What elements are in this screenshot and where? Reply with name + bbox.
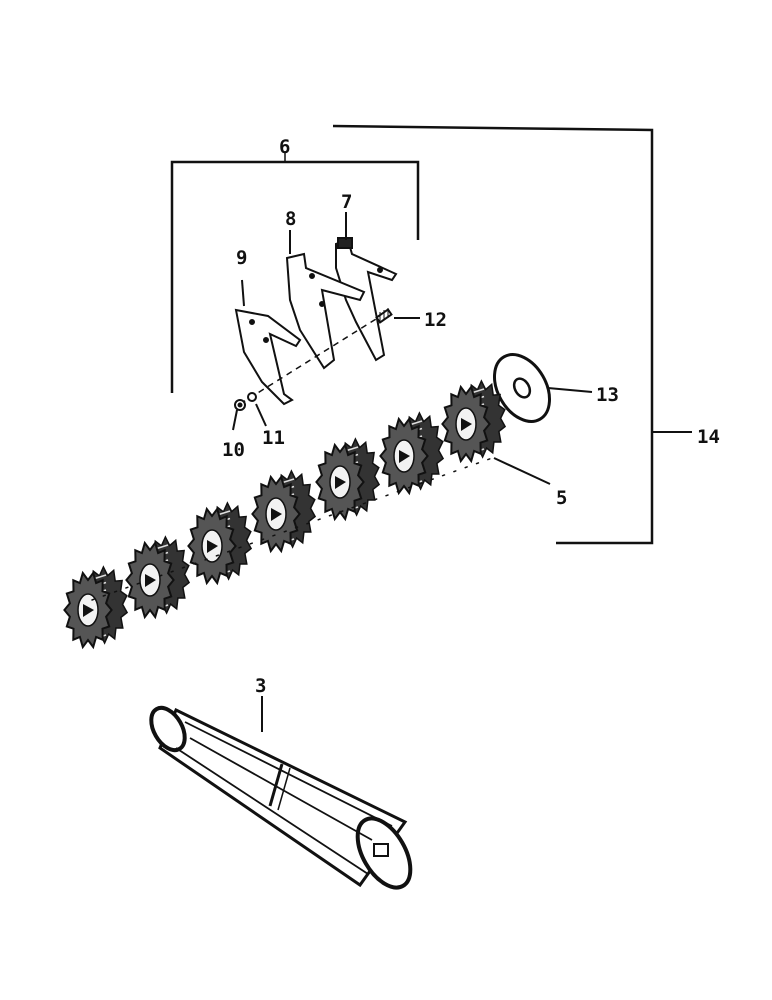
gear-4: [251, 469, 317, 554]
leader-9: [241, 279, 245, 307]
callout-12: 12: [424, 309, 447, 331]
shaft-3: [149, 705, 413, 890]
callout-10: 10: [222, 439, 245, 461]
gear-axis-dotted: [91, 455, 499, 601]
screw-12: [375, 308, 393, 324]
leader-10: [232, 409, 238, 431]
gear-1: [63, 565, 129, 650]
leader-11: [255, 403, 267, 427]
callout-14: 14: [697, 426, 720, 448]
leader-13: [547, 387, 593, 393]
bracket-assembly-14: [332, 124, 692, 545]
callout-6: 6: [279, 136, 290, 158]
callout-3: 3: [255, 675, 266, 697]
callout-13: 13: [596, 384, 619, 406]
callout-9: 9: [236, 247, 247, 269]
gear-3: [187, 501, 253, 586]
gear-5: [315, 437, 381, 522]
callout-labels: 6 7 8 9 12 13 14 10 11 5 3: [222, 136, 720, 697]
gear-7: [441, 379, 507, 464]
callout-11: 11: [262, 427, 285, 449]
plate-9: [234, 308, 302, 406]
callout-5: 5: [556, 487, 567, 509]
bracket-assembly-6: [170, 153, 420, 393]
gear-6: [379, 411, 445, 496]
plate-8: [285, 252, 366, 370]
leader-lines: [232, 212, 593, 732]
gear-2: [125, 535, 191, 620]
lockwasher-11: [247, 392, 257, 402]
gear-stack-5: [63, 379, 507, 650]
callout-8: 8: [285, 208, 296, 230]
washer-13: [493, 353, 551, 423]
nut-10: [234, 399, 246, 411]
leader-5: [493, 457, 551, 485]
plate-7: [335, 237, 398, 362]
callout-7: 7: [341, 191, 352, 213]
